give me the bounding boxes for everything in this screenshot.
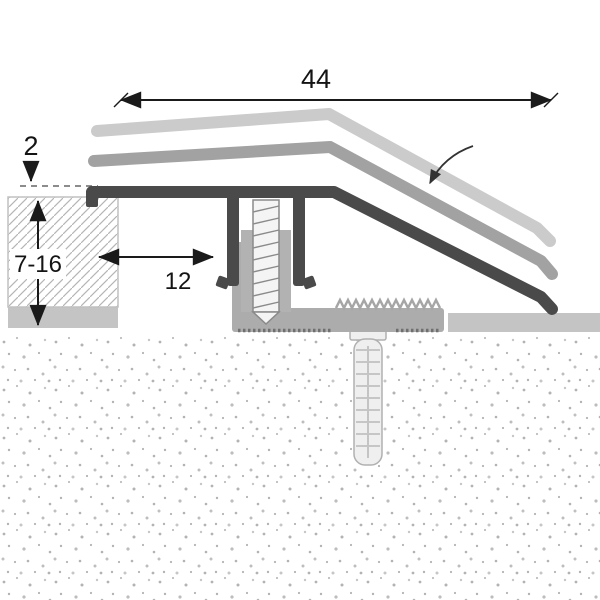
- dimension-gap: 12: [97, 248, 215, 295]
- profile-ramp-body: [86, 186, 558, 315]
- left-underlay-strip: [8, 307, 118, 328]
- right-floor-strip: [448, 313, 600, 332]
- dimension-width: 44: [113, 64, 559, 109]
- dim-thickness-label: 2: [23, 131, 38, 161]
- concrete-stipple: [0, 336, 600, 600]
- screw-tip: [251, 311, 281, 326]
- dim-height-range-label: 7-16: [14, 251, 62, 278]
- rotation-arrow-icon: [429, 145, 474, 185]
- dimension-thickness: 2: [22, 131, 40, 183]
- profile-left-foot: [215, 275, 230, 290]
- profile-right-foot: [302, 275, 317, 290]
- ghost-profile-mid: [88, 141, 558, 280]
- adjustment-screw: [251, 199, 281, 326]
- dimension-height-range: 7-16: [10, 199, 66, 327]
- profile-left-leg: [227, 194, 239, 286]
- dim-width-label: 44: [301, 64, 331, 94]
- screw-threads: [252, 205, 280, 309]
- anchor-plug: [349, 328, 387, 466]
- base-teeth: [334, 297, 442, 311]
- profile-right-leg: [293, 194, 305, 286]
- profile-left-lip: [86, 190, 98, 207]
- dim-label-backplate: [10, 249, 66, 279]
- profile-cross-section: [86, 186, 558, 315]
- dim-gap-label: 12: [165, 268, 192, 295]
